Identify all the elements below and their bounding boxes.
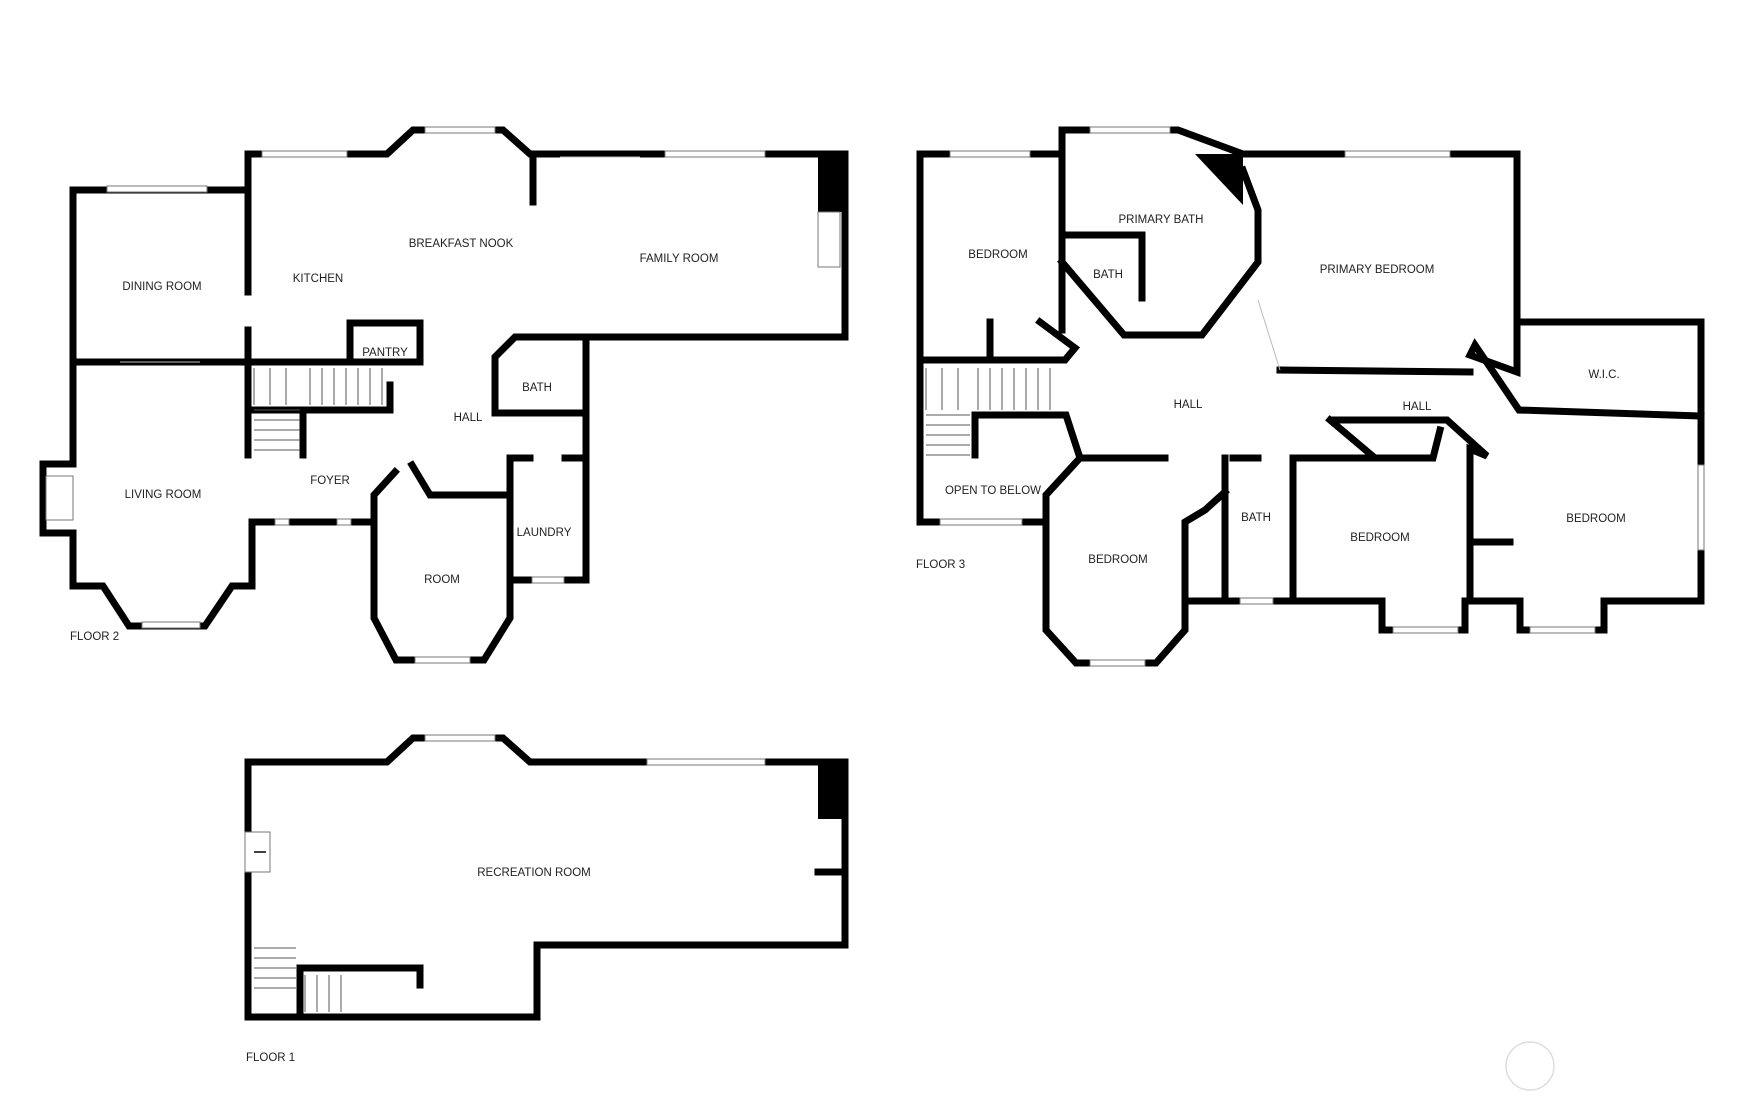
- floor-3-stairs: [925, 368, 1051, 456]
- floor-2-fireplace: [817, 211, 841, 268]
- floor-3-chimney: [1195, 154, 1243, 205]
- floor-2-bath-label: BATH: [522, 382, 552, 394]
- floor-3-primary-bath-wall: [1057, 165, 1262, 339]
- floor-2-window: [274, 518, 290, 526]
- floor-1-window: [424, 734, 496, 742]
- floor-2-window: [336, 518, 352, 526]
- floor-1-window: [646, 758, 766, 766]
- floor-2-laundry-wall: [506, 454, 590, 499]
- floor-2-fireplace-west: [45, 475, 74, 521]
- floor-3-bedroom-sw-wall: [1042, 453, 1230, 605]
- floor-3-hall-east-label: HALL: [1403, 401, 1432, 413]
- floor-3-window: [1239, 597, 1274, 605]
- wic-label: W.I.C.: [1588, 369, 1619, 381]
- floor-2-window: [261, 150, 348, 158]
- floor-2-stair-wall: [244, 381, 394, 414]
- floor-3-window: [1089, 126, 1171, 134]
- dining-room-label: DINING ROOM: [122, 281, 201, 293]
- floor-3-window: [1529, 626, 1596, 634]
- floor-1-outer-wall: [244, 734, 849, 1021]
- floor-3-primary-bedroom-wall: [1276, 366, 1474, 376]
- floor-1-stairs: [254, 947, 342, 1012]
- floor-2-window: [664, 150, 766, 158]
- floor-2-window: [106, 185, 208, 193]
- compass-icon: [1505, 1041, 1555, 1091]
- floor-3-bedroom-nw-label: BEDROOM: [968, 249, 1027, 261]
- floor-3-bedroom-s-wall: [1325, 415, 1389, 462]
- floor-3-plan: BEDROOM PRIMARY BATH BATH PRIMARY BEDROO…: [916, 126, 1705, 667]
- primary-bath-label: PRIMARY BATH: [1119, 214, 1204, 226]
- floor-2-window: [424, 126, 496, 134]
- floor-3-window: [949, 150, 1031, 158]
- floor-3-bath-label: BATH: [1241, 512, 1271, 524]
- floor-3-window: [1392, 626, 1459, 634]
- floor-3-primary-bedroom-wall: [1465, 318, 1705, 420]
- floor-3-inner-bath-label: BATH: [1093, 269, 1123, 281]
- floor-3-closet-wall: [916, 317, 1081, 364]
- primary-bedroom-label: PRIMARY BEDROOM: [1320, 264, 1435, 276]
- pantry-label: PANTRY: [362, 347, 408, 359]
- floor-3-window: [1697, 464, 1705, 551]
- floor-3-stair-wall: [971, 411, 1085, 463]
- floor-3-bedroom-s-label: BEDROOM: [1350, 532, 1409, 544]
- room-label: ROOM: [424, 574, 460, 586]
- living-room-label: LIVING ROOM: [125, 489, 202, 501]
- floor-2-window: [414, 656, 471, 664]
- floor-3-opening: [1257, 299, 1281, 371]
- floor-3-label: FLOOR 3: [916, 559, 965, 571]
- floor-3-window: [1089, 659, 1146, 667]
- floor-3-window: [1344, 150, 1451, 158]
- breakfast-nook-label: BREAKFAST NOOK: [409, 238, 514, 250]
- floor-3-window: [939, 518, 1023, 526]
- floor-3-bedroom-se-label: BEDROOM: [1566, 513, 1625, 525]
- floor-2-stairs: [253, 368, 383, 451]
- family-room-label: FAMILY ROOM: [640, 253, 719, 265]
- floor-1-label: FLOOR 1: [246, 1052, 295, 1064]
- floor-3-primary-bath-wall: [1058, 231, 1146, 302]
- foyer-label: FOYER: [310, 475, 350, 487]
- open-to-below-label: OPEN TO BELOW: [945, 485, 1041, 497]
- floor-2-chimney: [818, 157, 845, 212]
- kitchen-label: KITCHEN: [293, 273, 343, 285]
- floor-3-hall-wall: [1076, 425, 1445, 462]
- floor-1-chimney: [818, 764, 845, 819]
- floor-2-outer-wall: [39, 126, 849, 664]
- laundry-label: LAUNDRY: [517, 527, 572, 539]
- floor-2-window: [531, 576, 565, 584]
- floor-2-window: [141, 621, 201, 629]
- floor-2-room-wall: [370, 460, 514, 584]
- floor-2-bath-wall: [491, 333, 584, 417]
- floor-2-hall-label: HALL: [454, 412, 483, 424]
- floor-3-bedroom-se-wall: [1466, 538, 1524, 605]
- floor-2-plan: DINING ROOM KITCHEN BREAKFAST NOOK FAMIL…: [39, 126, 849, 664]
- recreation-room-label: RECREATION ROOM: [477, 867, 591, 879]
- floor-3-hall-label: HALL: [1174, 399, 1203, 411]
- floor-3-bedroom-sw-label: BEDROOM: [1088, 554, 1147, 566]
- floor-2-label: FLOOR 2: [70, 631, 119, 643]
- floor-2-pantry-wall: [244, 319, 424, 366]
- floor-1-stair-wall: [296, 964, 424, 1021]
- floor-3-outer-wall: [916, 126, 1705, 667]
- floor-3-bedroom-s-wall: [1289, 416, 1490, 605]
- floor-1-plan: RECREATION ROOM FLOOR 1: [244, 734, 849, 1064]
